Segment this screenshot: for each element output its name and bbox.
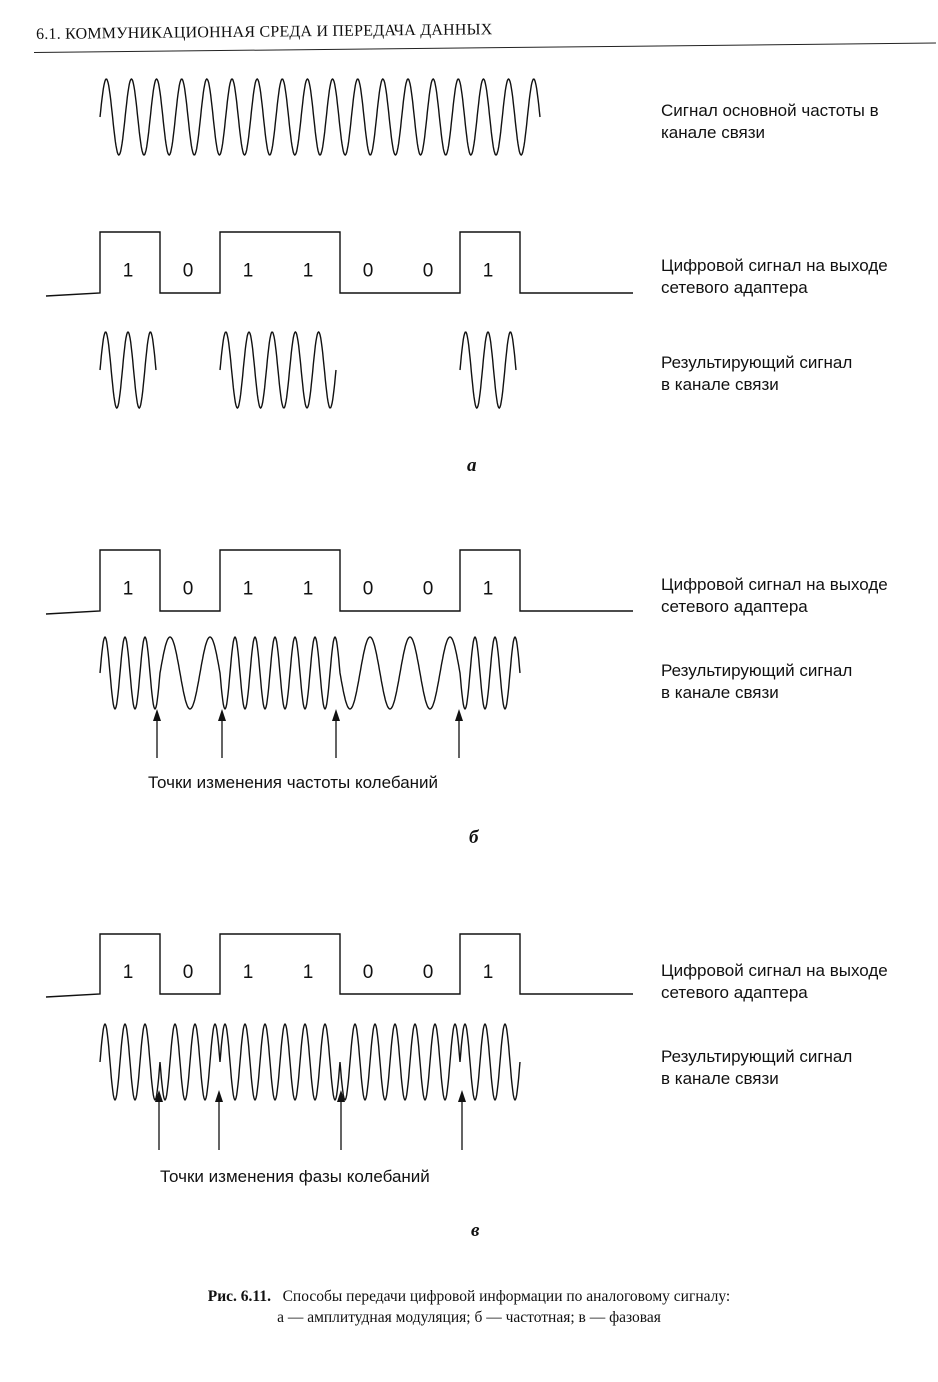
bit-label-c: 0 <box>183 962 194 983</box>
bit-label-a: 1 <box>123 261 134 282</box>
am-burst <box>459 331 517 409</box>
result-signal-label-a: Результирующий сигнал в канале связи <box>661 353 853 394</box>
panel-letter-a: а <box>467 455 477 476</box>
arrow-head-b <box>218 709 226 721</box>
arrow-head-b <box>153 709 161 721</box>
arrow-head-b <box>332 709 340 721</box>
panel-letter-b: б <box>469 827 479 848</box>
digital-signal-line-b <box>45 549 633 615</box>
bit-label-b: 0 <box>183 579 194 600</box>
caption-number: Рис. 6.11. <box>207 1288 271 1305</box>
bit-label-b: 0 <box>363 579 374 600</box>
digital-signal-label-c: Цифровой сигнал на выходе сетевого адапт… <box>661 961 888 1002</box>
bit-label-a: 1 <box>243 261 254 282</box>
arrow-head-b <box>455 709 463 721</box>
digital-signal-label-a: Цифровой сигнал на выходе сетевого адапт… <box>661 256 888 297</box>
digital-signal-line-c <box>45 933 633 998</box>
caption-line2: а — амплитудная модуляция; б — частотная… <box>277 1309 661 1326</box>
bit-label-c: 0 <box>423 962 434 983</box>
bit-label-b: 1 <box>243 579 254 600</box>
carrier-wave <box>99 78 541 156</box>
carrier-signal-label: Сигнал основной частоты в канале связи <box>661 101 879 142</box>
bit-label-c: 1 <box>303 962 314 983</box>
bit-label-a: 0 <box>363 261 374 282</box>
bit-label-a: 1 <box>483 261 494 282</box>
result-signal-label-c: Результирующий сигнал в канале связи <box>661 1047 853 1088</box>
fsk-wave <box>99 636 521 710</box>
digital-signal-label-b: Цифровой сигнал на выходе сетевого адапт… <box>661 575 888 616</box>
bit-label-b: 0 <box>423 579 434 600</box>
am-burst <box>99 331 157 409</box>
panel-letter-c: в <box>471 1220 480 1241</box>
figure-caption: Рис. 6.11. Способы передачи цифровой инф… <box>0 1286 938 1307</box>
bit-label-c: 1 <box>123 962 134 983</box>
arrow-head-c <box>337 1090 345 1102</box>
bit-label-b: 1 <box>483 579 494 600</box>
bit-label-b: 1 <box>123 579 134 600</box>
bit-label-a: 1 <box>303 261 314 282</box>
bit-label-c: 1 <box>483 962 494 983</box>
phase-change-points-label: Точки изменения фазы колебаний <box>160 1167 430 1186</box>
am-burst <box>219 331 337 409</box>
bit-label-b: 1 <box>303 579 314 600</box>
psk-wave <box>99 1023 521 1101</box>
result-signal-label-b: Результирующий сигнал в канале связи <box>661 661 853 702</box>
arrow-head-c <box>155 1090 163 1102</box>
caption-title: Способы передачи цифровой информации по … <box>282 1288 731 1305</box>
bit-label-a: 0 <box>183 261 194 282</box>
bit-label-a: 0 <box>423 261 434 282</box>
frequency-change-points-label: Точки изменения частоты колебаний <box>148 773 439 792</box>
arrow-head-c <box>458 1090 466 1102</box>
bit-label-c: 0 <box>363 962 374 983</box>
bit-label-c: 1 <box>243 962 254 983</box>
arrow-head-c <box>215 1090 223 1102</box>
digital-signal-line-a <box>45 231 633 297</box>
